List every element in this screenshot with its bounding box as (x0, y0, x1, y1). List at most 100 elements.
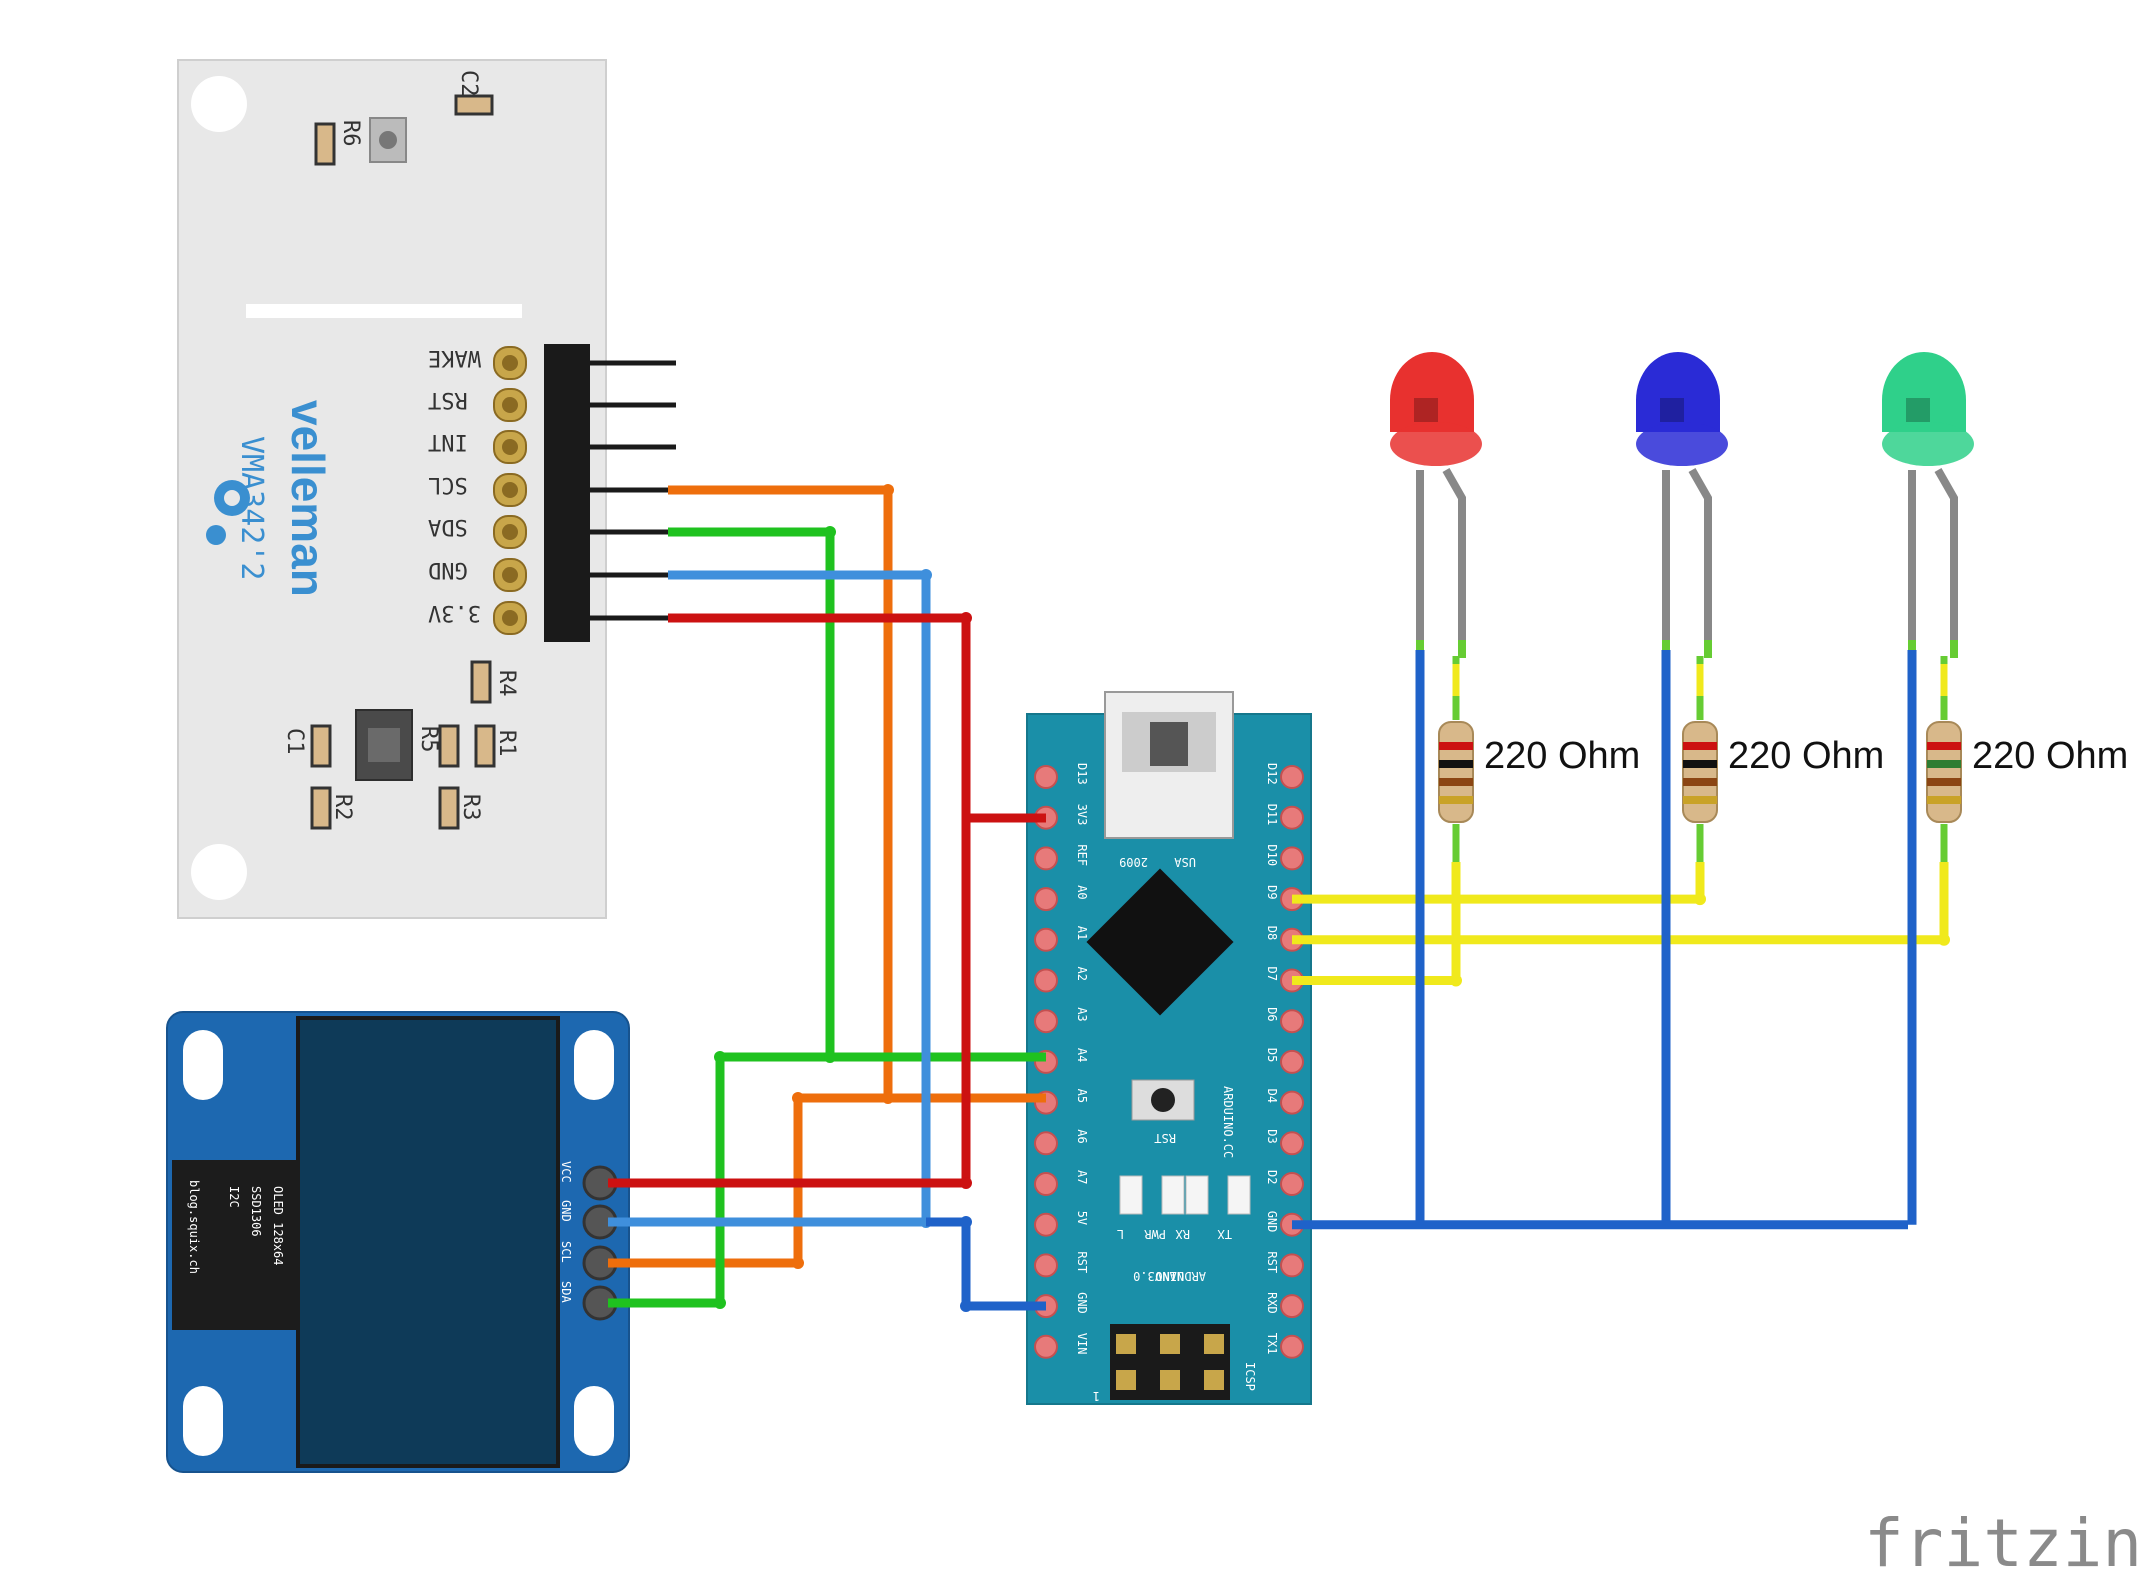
pad-hole (502, 355, 518, 371)
pad (1034, 1253, 1058, 1278)
sensor-chip-bottom (355, 709, 413, 781)
nano-pin-label: A0 (1075, 885, 1089, 899)
pad (1034, 846, 1058, 871)
smd-component: C2 (454, 70, 494, 116)
nano-pin-left-a7: A7 (1034, 1170, 1089, 1196)
nano-pin-label: 5V (1075, 1211, 1089, 1225)
velleman-logo (206, 480, 250, 545)
wire-bend (792, 1257, 804, 1269)
sensor-pin-label: GND (428, 557, 468, 582)
mount-slot (183, 1386, 223, 1456)
smd-component: R3 (438, 786, 483, 830)
nano-pin-label: D3 (1265, 1129, 1279, 1143)
wire-gnd-to-nano (926, 1217, 1046, 1311)
nano-usa: USA (1174, 855, 1196, 869)
oled-flex-cable (172, 1160, 300, 1330)
nano-pin-label: D4 (1265, 1089, 1279, 1103)
sensor-pin-label: SDA (428, 514, 468, 539)
nano-pin-label: D12 (1265, 763, 1279, 785)
nano-pin-left-a3: A3 (1034, 1007, 1089, 1034)
resistor-value: 220 Ohm (1972, 735, 2128, 777)
fritzing-watermark: fritzing (1864, 1505, 2138, 1580)
led-red (1390, 352, 1482, 658)
nano-pin-right-d6: D6 (1265, 1007, 1304, 1034)
nano-pin-label: A4 (1075, 1048, 1089, 1062)
nano-pin-right-d4: D4 (1265, 1089, 1304, 1115)
nano-pin-label: D2 (1265, 1170, 1279, 1184)
wire-sda-green (608, 527, 835, 1308)
resistor-body (1438, 721, 1474, 823)
nano-pin-label: RXD (1265, 1292, 1279, 1314)
pad (1280, 1294, 1304, 1319)
pad (1280, 1049, 1304, 1074)
wire-bend (714, 1297, 726, 1309)
resistor-band (1927, 796, 1961, 804)
nano-model: ARDUINO (1155, 1269, 1206, 1283)
resistor-band (1927, 778, 1961, 786)
led-dome (1636, 352, 1720, 432)
pad (1034, 1212, 1058, 1237)
smd-component: C1 (282, 724, 332, 768)
pad (1034, 1172, 1058, 1196)
component-label: R4 (494, 670, 519, 697)
pad (1280, 765, 1304, 789)
mount-slot (574, 1386, 614, 1456)
nano-pin-left-d13: D13 (1034, 763, 1089, 789)
resistor-value: 220 Ohm (1728, 735, 1884, 777)
led-body (1161, 1175, 1185, 1215)
smd-component: R2 (310, 786, 355, 830)
nano-pin-right-d3: D3 (1265, 1129, 1304, 1156)
component-label: C1 (282, 728, 307, 755)
pad (1280, 1009, 1304, 1034)
mcu-chip (1086, 868, 1234, 1016)
pad-hole (502, 439, 518, 455)
led-body (1119, 1175, 1143, 1215)
sensor-pin-label: WAKE (428, 345, 481, 370)
nano-pin-label: D11 (1265, 804, 1279, 826)
wire-bend (1694, 893, 1706, 906)
pad (1280, 805, 1304, 830)
pad (1280, 1090, 1304, 1115)
wire-scl-orange (608, 485, 893, 1268)
component-label: R6 (338, 120, 363, 147)
nano-pin-left-vin: VIN (1034, 1333, 1089, 1359)
smd-component: R5 (416, 724, 460, 768)
component-label: R2 (330, 794, 355, 821)
resistor-band (1439, 778, 1473, 786)
icsp-pin (1160, 1370, 1180, 1390)
nano-pin-right-d11: D11 (1265, 804, 1304, 830)
sensor-chip-top (369, 117, 407, 163)
led-die (1414, 398, 1438, 422)
nano-led-l: L (1117, 1175, 1143, 1241)
wire-bend (960, 612, 972, 624)
wires (608, 484, 1950, 1312)
wire-bend (1450, 974, 1462, 987)
mount-slot (574, 1030, 614, 1100)
led-die (1906, 398, 1930, 422)
pad (1034, 1334, 1058, 1359)
pad (1034, 1009, 1058, 1034)
nano-rst-label: RST (1154, 1131, 1176, 1145)
icsp-pin (1116, 1370, 1136, 1390)
pad (1034, 765, 1058, 789)
resistor-value: 220 Ohm (1484, 735, 1640, 777)
wire-bend (792, 1092, 804, 1104)
led-blue (1636, 352, 1728, 658)
pad (1034, 887, 1058, 912)
resistor-band (1683, 796, 1717, 804)
sensor-pin-label: RST (428, 387, 468, 412)
nano-pin-right-d5: D5 (1265, 1048, 1304, 1074)
oled-pin-label: GND (559, 1200, 573, 1222)
nano-pin-label: A5 (1075, 1089, 1089, 1103)
nano-pin-label: D7 (1265, 967, 1279, 981)
oled-screen (296, 1016, 560, 1468)
sensor-pin-label: INT (428, 429, 468, 454)
smd-body (310, 786, 332, 830)
nano-pin-label: REF (1075, 844, 1089, 866)
nano-pin-label: GND (1265, 1211, 1279, 1233)
oled-label: SSD1306 (249, 1186, 263, 1237)
nano-pin-right-rst: RST (1265, 1251, 1304, 1278)
icsp-pin (1116, 1334, 1136, 1354)
nano-pin-right-tx1: TX1 (1265, 1333, 1304, 1359)
led-rim (1636, 422, 1728, 466)
